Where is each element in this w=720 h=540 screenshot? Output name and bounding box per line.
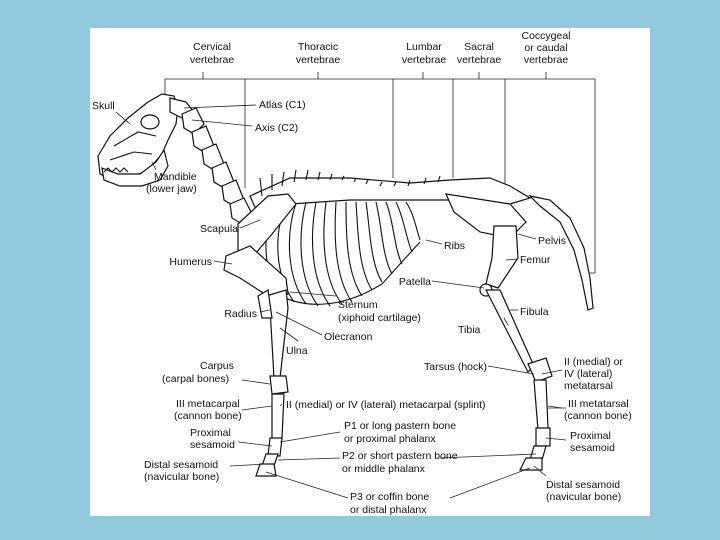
label-p1-2: or proximal phalanx xyxy=(344,433,436,445)
label-humerus: Humerus xyxy=(169,256,212,268)
cervical-bones xyxy=(170,98,254,224)
diagram-panel: Cervical vertebrae Thoracic vertebrae Lu… xyxy=(90,28,650,516)
label-cervical-1: Cervical xyxy=(193,41,231,53)
label-p2-1: P2 or short pastern bone xyxy=(342,450,458,462)
label-radius: Radius xyxy=(224,308,257,320)
label-coccygeal-2: or caudal xyxy=(524,42,567,54)
label-p1-1: P1 or long pastern bone xyxy=(344,420,456,432)
label-metatarsal-small-2: IV (lateral) xyxy=(564,368,612,380)
label-metacarpal3-2: (cannon bone) xyxy=(174,410,242,422)
label-coccygeal-3: vertebrae xyxy=(524,54,569,66)
label-sternum-2: (xiphoid cartilage) xyxy=(338,312,421,324)
label-pelvis: Pelvis xyxy=(538,235,566,247)
label-metatarsal-small-1: II (medial) or xyxy=(564,356,623,368)
label-distal-sesamoid-fore-1: Distal sesamoid xyxy=(144,459,218,471)
horse-skeleton-diagram: Cervical vertebrae Thoracic vertebrae Lu… xyxy=(90,28,650,516)
label-metatarsal-small-3: metatarsal xyxy=(564,380,613,392)
label-p3-1: P3 or coffin bone xyxy=(350,491,429,503)
label-atlas: Atlas (C1) xyxy=(259,99,306,111)
label-metatarsal3-1: III metatarsal xyxy=(568,398,629,410)
label-prox-sesamoid-fore-2: sesamoid xyxy=(190,439,235,451)
label-metatarsal3-2: (cannon bone) xyxy=(564,410,632,422)
label-ulna: Ulna xyxy=(286,345,308,357)
label-p2-2: or middle phalanx xyxy=(342,463,426,475)
label-fibula: Fibula xyxy=(520,306,549,318)
label-lumbar-1: Lumbar xyxy=(406,41,442,53)
label-tibia: Tibia xyxy=(458,324,481,336)
label-coccygeal-1: Coccygeal xyxy=(521,30,570,42)
label-scapula: Scapula xyxy=(200,223,238,235)
label-patella: Patella xyxy=(399,276,431,288)
label-sternum-1: Sternum xyxy=(338,299,378,311)
label-sacral-2: vertebrae xyxy=(457,54,502,66)
label-tarsus: Tarsus (hock) xyxy=(424,361,487,373)
label-lumbar-2: vertebrae xyxy=(402,54,447,66)
label-p3-2: or distal phalanx xyxy=(350,504,427,516)
label-distal-sesamoid-hind-2: (navicular bone) xyxy=(546,491,621,503)
label-sacral-1: Sacral xyxy=(464,41,494,53)
label-prox-sesamoid-hind-1: Proximal xyxy=(570,430,611,442)
label-thoracic-2: vertebrae xyxy=(296,54,341,66)
label-mandible-2: (lower jaw) xyxy=(146,183,197,195)
label-prox-sesamoid-hind-2: sesamoid xyxy=(570,442,615,454)
label-axis: Axis (C2) xyxy=(255,122,298,134)
label-distal-sesamoid-hind-1: Distal sesamoid xyxy=(546,479,620,491)
forelimb-bones xyxy=(224,194,296,476)
label-metacarpal3-1: III metacarpal xyxy=(176,398,240,410)
label-mandible-1: Mandible xyxy=(154,171,197,183)
label-skull: Skull xyxy=(92,100,115,112)
label-metacarpal-small: II (medial) or IV (lateral) metacarpal (… xyxy=(286,399,486,411)
label-prox-sesamoid-fore-1: Proximal xyxy=(190,427,231,439)
label-carpus-1: Carpus xyxy=(200,360,234,372)
label-olecranon: Olecranon xyxy=(324,331,373,343)
label-carpus-2: (carpal bones) xyxy=(162,373,229,385)
label-femur: Femur xyxy=(520,254,551,266)
label-thoracic-1: Thoracic xyxy=(298,41,338,53)
label-cervical-2: vertebrae xyxy=(190,54,235,66)
label-ribs: Ribs xyxy=(444,240,465,252)
label-distal-sesamoid-fore-2: (navicular bone) xyxy=(144,471,219,483)
